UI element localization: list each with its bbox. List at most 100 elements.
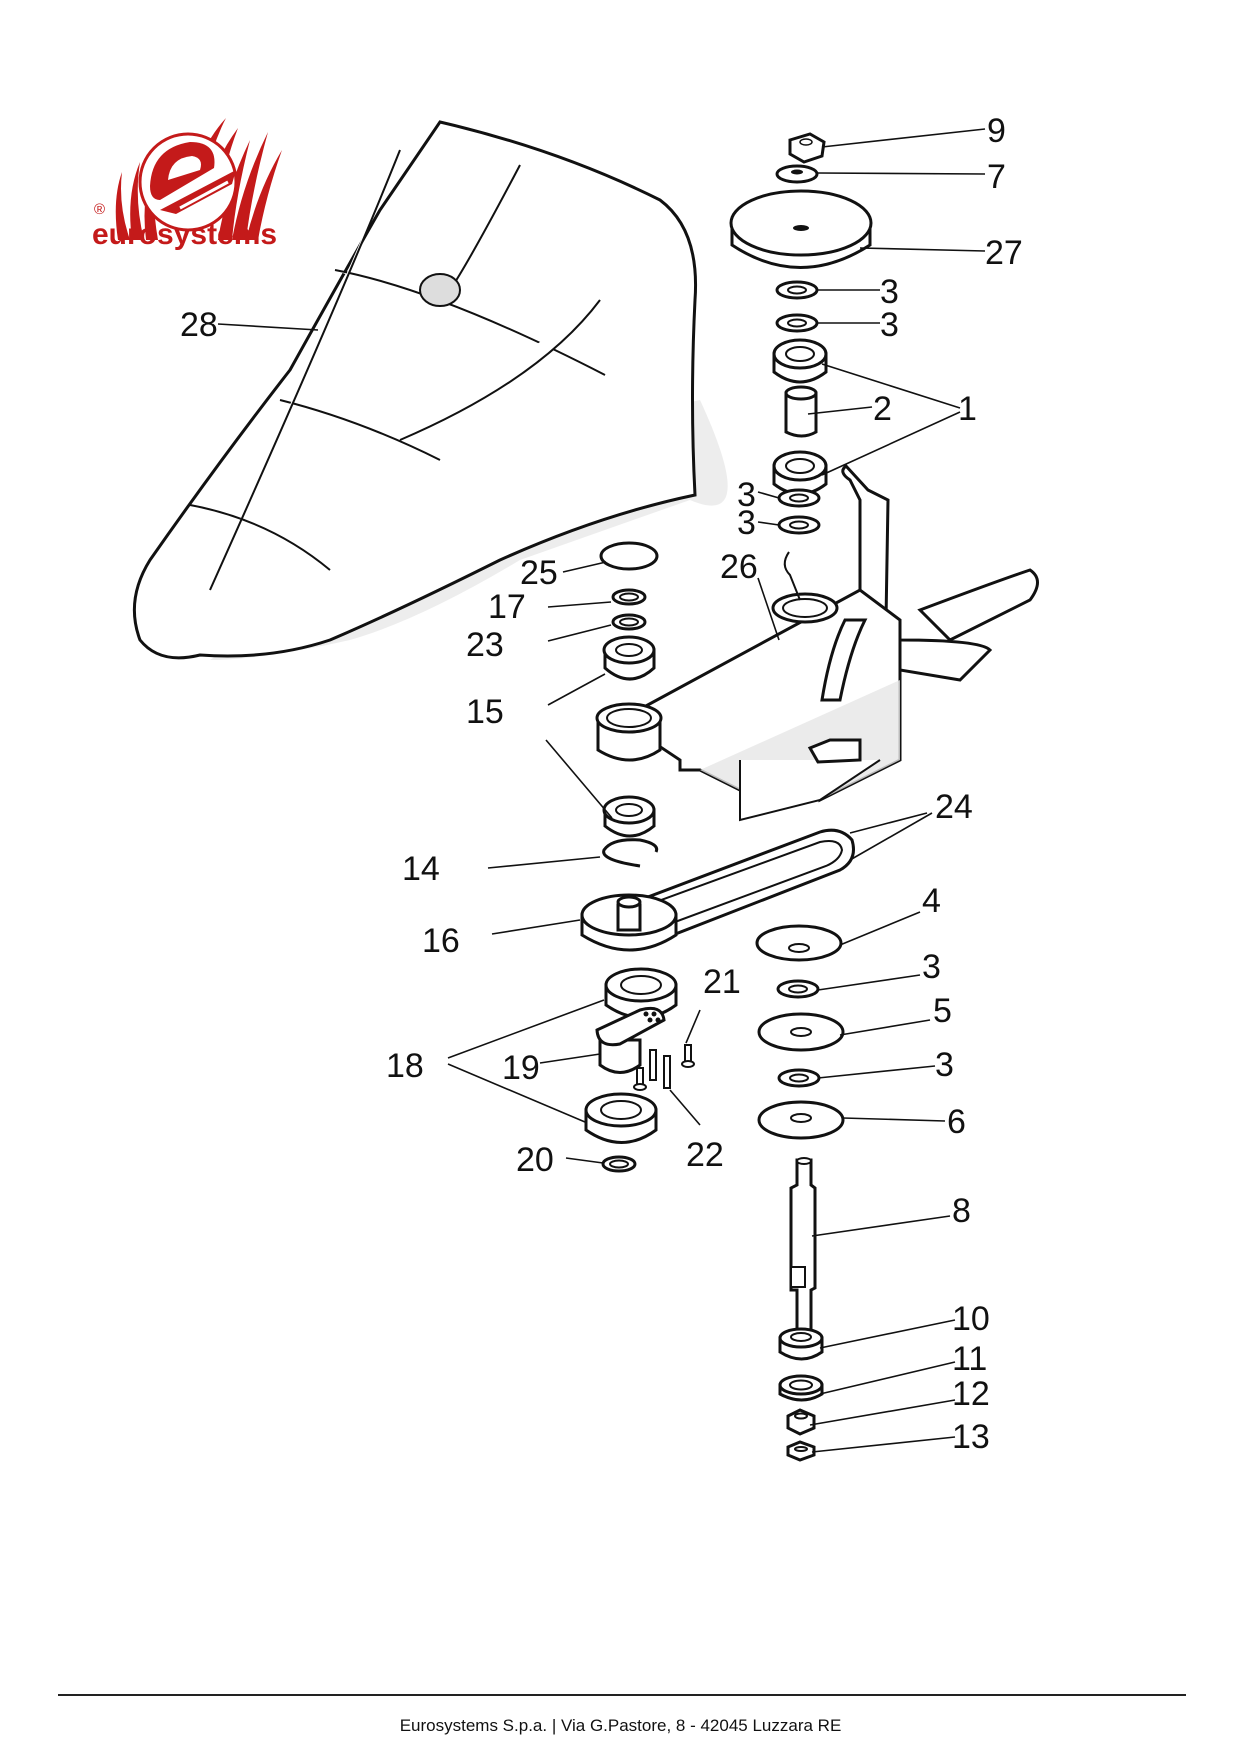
part-3-washer [777, 488, 821, 508]
footer-address: Eurosystems S.p.a. | Via G.Pastore, 8 - … [399, 1716, 842, 1735]
part-23-ring [611, 613, 647, 631]
leader-14 [487, 856, 601, 869]
part-3-washer [777, 1068, 821, 1088]
leader-3d [757, 521, 780, 526]
callout-13: 13 [952, 1418, 990, 1456]
leader-19 [539, 1053, 601, 1064]
part-18-bearing [584, 1092, 658, 1144]
leader-13 [811, 1436, 956, 1453]
callout-16: 16 [422, 922, 460, 960]
leader-7 [817, 172, 986, 175]
leader-24a [849, 812, 928, 834]
callout-21: 21 [703, 963, 741, 1001]
callout-22: 22 [686, 1136, 724, 1174]
leader-1a [821, 363, 961, 409]
part-10-spacer [778, 1327, 824, 1361]
eurosystems-logo: ® eurosystems [92, 118, 282, 251]
leader-18a [447, 999, 605, 1059]
leader-21 [685, 1009, 701, 1044]
part-28-cover [132, 120, 728, 660]
part-26-frame [595, 463, 1039, 822]
part-1-bearing [772, 338, 828, 384]
leader-1b [821, 411, 961, 476]
part-3-washer [775, 313, 819, 333]
part-4-cup-washer [755, 924, 843, 962]
callout-labels: 9 7 27 3 3 1 2 3 3 28 25 26 17 23 15 24 … [180, 112, 1023, 1456]
part-18-bearing [604, 967, 678, 1019]
part-2-spacer-tube [784, 385, 818, 438]
callout-26: 26 [720, 548, 758, 586]
callout-3: 3 [880, 306, 899, 344]
part-5-dish-washer [757, 1012, 845, 1052]
leader-22 [669, 1089, 701, 1126]
callout-23: 23 [466, 626, 504, 664]
part-7-washer [775, 164, 819, 184]
leader-5 [839, 1019, 931, 1036]
callout-3: 3 [922, 948, 941, 986]
leader-15a [547, 673, 606, 706]
leader-lines [217, 128, 986, 1453]
callout-6: 6 [947, 1103, 966, 1141]
leader-18b [447, 1063, 586, 1123]
callout-28: 28 [180, 306, 218, 344]
leader-20 [565, 1157, 604, 1164]
callout-18: 18 [386, 1047, 424, 1085]
part-21-screw [633, 1067, 647, 1091]
part-6-flat-disc [757, 1100, 845, 1140]
leader-26 [757, 577, 780, 641]
callout-9: 9 [987, 112, 1006, 150]
callout-17: 17 [488, 588, 526, 626]
callout-14: 14 [402, 850, 440, 888]
callout-2: 2 [873, 390, 892, 428]
leader-4 [839, 911, 921, 946]
callout-8: 8 [952, 1192, 971, 1230]
leader-9 [821, 128, 986, 148]
brand-wordmark: eurosystems [92, 218, 277, 251]
callout-10: 10 [952, 1300, 990, 1338]
callout-12: 12 [952, 1375, 990, 1413]
part-20-ring [601, 1155, 637, 1173]
callout-5: 5 [933, 992, 952, 1030]
registered-mark: ® [94, 201, 105, 218]
part-15-bearing [602, 795, 656, 838]
callout-25: 25 [520, 554, 558, 592]
callout-4: 4 [922, 882, 941, 920]
callout-1: 1 [958, 390, 977, 428]
leader-3c [757, 491, 780, 499]
part-12-lock-nut [786, 1408, 816, 1436]
leader-27 [859, 247, 986, 252]
leader-23 [547, 624, 612, 642]
part-1-bearing [772, 450, 828, 496]
leader-8 [811, 1215, 951, 1237]
part-15-bearing [602, 635, 656, 681]
part-22-pin [649, 1049, 657, 1081]
e-letter-icon [138, 132, 238, 232]
part-3-washer [775, 280, 819, 300]
footer-divider [58, 1694, 1186, 1696]
leader-11 [819, 1361, 956, 1395]
part-14-circlip [602, 838, 659, 868]
part-21-screw [681, 1044, 695, 1068]
part-16-drive-pulley [580, 893, 678, 952]
leader-3f [817, 1065, 936, 1079]
callout-11: 11 [952, 1340, 987, 1378]
leader-16 [491, 919, 581, 935]
leader-28 [217, 323, 319, 331]
callout-7: 7 [987, 158, 1006, 196]
callout-3: 3 [737, 504, 756, 542]
part-22-pin [663, 1055, 671, 1089]
leader-15b [545, 739, 613, 819]
part-25-cap [599, 541, 659, 571]
part-27-pulley [729, 189, 873, 269]
leader-25 [562, 561, 607, 573]
leader-12 [809, 1399, 956, 1426]
leader-17 [547, 601, 612, 608]
callout-3: 3 [880, 273, 899, 311]
part-8-shaft [789, 1157, 817, 1332]
callout-15: 15 [466, 693, 504, 731]
part-13-nut [786, 1440, 816, 1462]
part-11-serrated-washer [778, 1374, 824, 1402]
part-3-washer [776, 979, 820, 999]
leader-10 [819, 1319, 956, 1349]
